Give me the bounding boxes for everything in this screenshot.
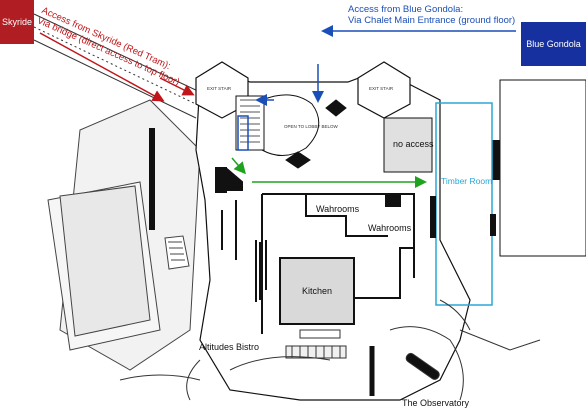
open-to-lobby-label: OPEN TO LOBBY BELOW <box>284 124 338 129</box>
observatory-label: The Observatory <box>402 398 470 408</box>
exit-stair-right-label: EXIT STAIR <box>369 86 394 91</box>
blue-gondola-label: Blue Gondola <box>526 39 581 49</box>
gondola-note-line-2: Via Chalet Main Entrance (ground floor) <box>348 14 516 26</box>
timber-room-outline <box>430 102 496 306</box>
lower-details <box>119 299 541 401</box>
lobby-stair <box>235 94 347 169</box>
kitchen-area <box>279 257 355 325</box>
west-building <box>47 99 201 371</box>
gondola-route-arrows <box>255 25 516 106</box>
skyride-label: Skyride <box>1 17 32 27</box>
green-route-arrows <box>231 157 427 188</box>
exit-stairs <box>195 61 411 119</box>
gondola-building <box>492 79 586 257</box>
skyride-bridge <box>33 13 201 119</box>
wahrooms-label-1: Wahrooms <box>316 204 360 214</box>
exit-stair-left-label: EXIT STAIR <box>207 86 232 91</box>
skyride-route-arrows <box>39 32 195 102</box>
blue-gondola-station: Blue Gondola <box>521 22 586 66</box>
kitchen-label: Kitchen <box>302 286 333 296</box>
no-access-label: no access <box>393 139 434 149</box>
gondola-access-note: Access from Blue Gondola: Via Chalet Mai… <box>348 4 516 27</box>
timber-room-label: Timber Room <box>441 176 493 186</box>
altitudes-bistro-label: Altitudes Bistro <box>199 342 260 352</box>
gondola-note-line-1: Access from Blue Gondola: <box>348 4 464 15</box>
no-access-room <box>383 117 433 173</box>
skyride-station: Skyride <box>0 0 34 44</box>
wahrooms-label-2: Wahrooms <box>368 223 412 233</box>
interior-walls <box>215 167 415 334</box>
